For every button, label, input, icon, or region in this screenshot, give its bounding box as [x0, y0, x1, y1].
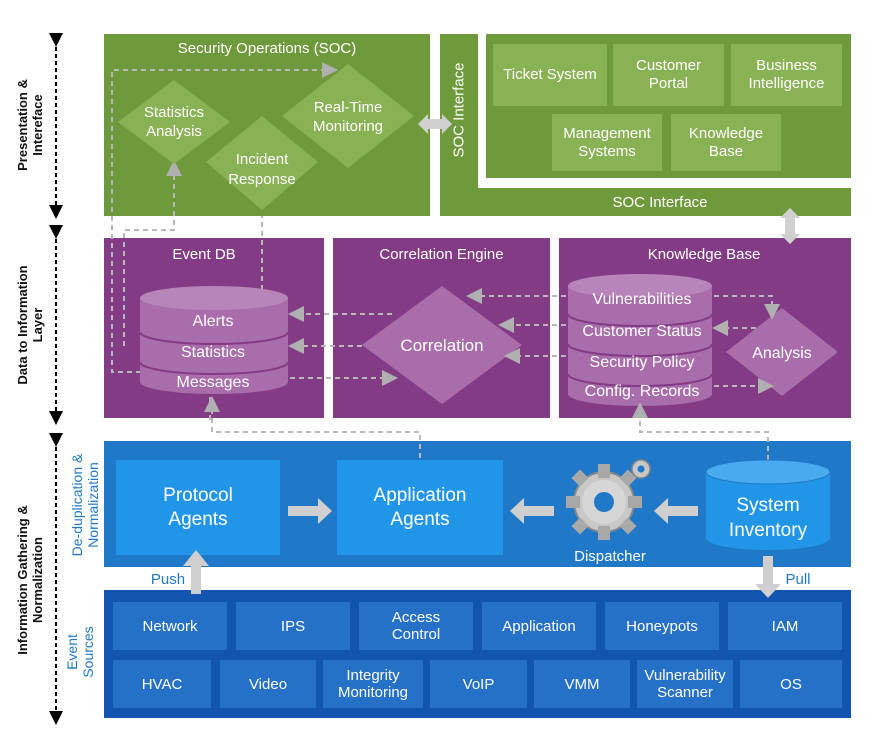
analysis-label: Analysis — [752, 345, 812, 362]
system-inventory-cylinder — [705, 459, 831, 550]
incident-response-diamond — [206, 116, 318, 210]
event-source-application: Application — [482, 602, 596, 650]
event-source-ips: IPS — [236, 602, 350, 650]
realtime-monitoring-label-1: Real-Time — [314, 99, 383, 116]
security-policy-label: Security Policy — [590, 354, 695, 371]
knowledge-base-title: Knowledge Base — [647, 246, 761, 263]
system-inventory-label-2: Inventory — [729, 520, 808, 541]
soc-interface-band-label: SOC Interface — [612, 194, 708, 211]
analysis-diamond — [726, 308, 838, 396]
event-source-os: OS — [740, 660, 842, 708]
soc-title: Security Operations (SOC) — [177, 40, 357, 57]
appagents-to-eventdb-arrow — [204, 396, 421, 458]
customer-status-label: Customer Status — [582, 323, 701, 340]
correlation-engine-title: Correlation Engine — [379, 246, 504, 263]
incident-response-label-1: Incident — [236, 151, 289, 168]
event-source-video: Video — [220, 660, 316, 708]
event-source-network: Network — [113, 602, 227, 650]
realtime-monitoring-diamond — [282, 64, 414, 168]
realtime-monitoring-label-2: Monitoring — [313, 118, 383, 135]
event-source-hvac: HVAC — [113, 660, 211, 708]
inventory-to-kb-arrow — [632, 402, 769, 460]
inventory-to-dispatcher-arrow — [654, 498, 698, 524]
soc-interface-double-arrow — [418, 114, 452, 134]
config-records-label: Config. Records — [585, 383, 700, 400]
ticket-system-box: Ticket System — [493, 44, 607, 106]
event-source-iam: IAM — [728, 602, 842, 650]
dispatcher-to-app-arrow — [510, 498, 554, 524]
alerts-label: Alerts — [193, 313, 234, 330]
dispatcher-gear-icon — [566, 459, 651, 540]
statistics-analysis-label-1: Statistics — [144, 104, 204, 121]
correlation-label: Correlation — [400, 336, 483, 355]
event-source-vmm: VMM — [534, 660, 630, 708]
event-source-voip: VoIP — [430, 660, 527, 708]
correlation-diamond — [362, 286, 522, 404]
incident-response-label-2: Response — [228, 171, 296, 188]
messages-label: Messages — [177, 374, 250, 391]
kb-cylinder — [567, 274, 713, 406]
interface-kb-double-arrow — [780, 208, 800, 244]
event-db-title: Event DB — [172, 246, 236, 263]
push-arrow — [183, 550, 209, 594]
system-inventory-label-1: System — [736, 495, 799, 516]
soc-interface-band: SOC Interface — [440, 188, 851, 216]
pull-arrow — [755, 556, 781, 598]
statistics-analysis-diamond — [118, 80, 230, 164]
vuln-to-analysis-arrow — [714, 295, 780, 320]
vulnerabilities-label: Vulnerabilities — [592, 291, 691, 308]
event-source-honeypots: Honeypots — [605, 602, 719, 650]
statistics-label: Statistics — [181, 344, 245, 361]
pull-label: Pull — [785, 571, 810, 588]
event-db-cylinder — [139, 286, 289, 394]
dispatcher-label: Dispatcher — [574, 548, 646, 565]
stats-to-analysis-arrow — [123, 160, 182, 346]
push-label: Push — [151, 571, 185, 588]
protocol-to-app-arrow — [288, 498, 332, 524]
statistics-analysis-label-2: Analysis — [146, 123, 202, 140]
